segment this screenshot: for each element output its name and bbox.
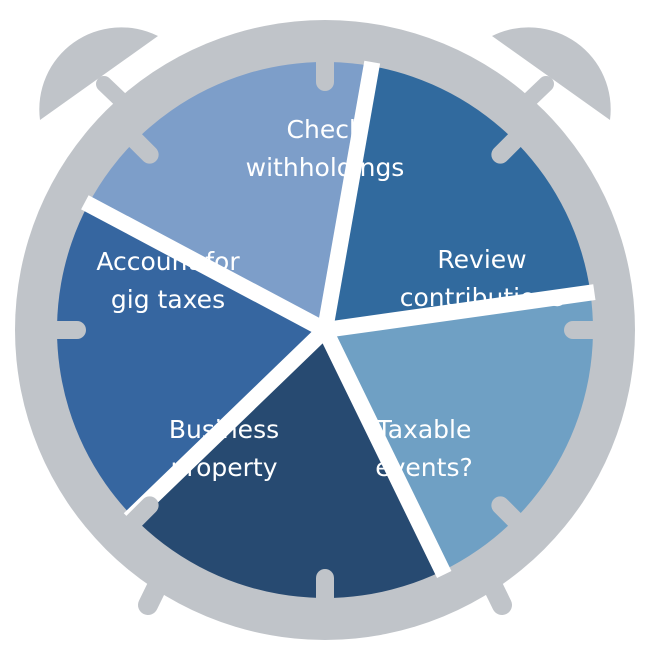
segment-1 bbox=[88, 61, 372, 330]
segment-label-1: Check withholdings bbox=[246, 115, 405, 182]
right-bell-icon bbox=[492, 27, 611, 120]
segment-separators bbox=[81, 60, 596, 578]
segment-separator bbox=[317, 326, 452, 578]
clock-tick bbox=[119, 496, 159, 536]
segment-label-line: Taxable bbox=[376, 415, 472, 444]
clock-ticks bbox=[38, 43, 612, 617]
segment-separator bbox=[123, 324, 331, 525]
diagram-segments bbox=[56, 61, 593, 599]
segment-label-line: Business bbox=[169, 415, 279, 444]
segment-label-line: withholdings bbox=[246, 153, 405, 182]
segment-separator bbox=[81, 195, 329, 338]
segment-label-4: Business property bbox=[169, 415, 279, 482]
segment-4 bbox=[132, 330, 443, 599]
segment-label-line: Check bbox=[287, 115, 364, 144]
clock-tick bbox=[491, 496, 531, 536]
segment-label-5: Account for gig taxes bbox=[96, 247, 240, 314]
segment-label-line: Account for bbox=[96, 247, 240, 276]
segment-3 bbox=[325, 292, 593, 571]
segment-label-line: contributions bbox=[400, 283, 565, 312]
segment-separator bbox=[323, 284, 596, 338]
segment-label-line: Review bbox=[437, 245, 526, 274]
segment-separator bbox=[317, 60, 381, 332]
clock-tick bbox=[119, 124, 159, 164]
segment-label-line: events? bbox=[375, 453, 473, 482]
segment-5 bbox=[56, 204, 325, 517]
segment-label-line: gig taxes bbox=[111, 285, 225, 314]
segment-label-line: property bbox=[170, 453, 277, 482]
segment-label-3: Taxable events? bbox=[375, 415, 473, 482]
segment-2 bbox=[325, 66, 591, 330]
left-bell-icon bbox=[39, 27, 158, 120]
segment-label-2: Review contributions bbox=[400, 245, 565, 312]
clock-tick bbox=[491, 124, 531, 164]
